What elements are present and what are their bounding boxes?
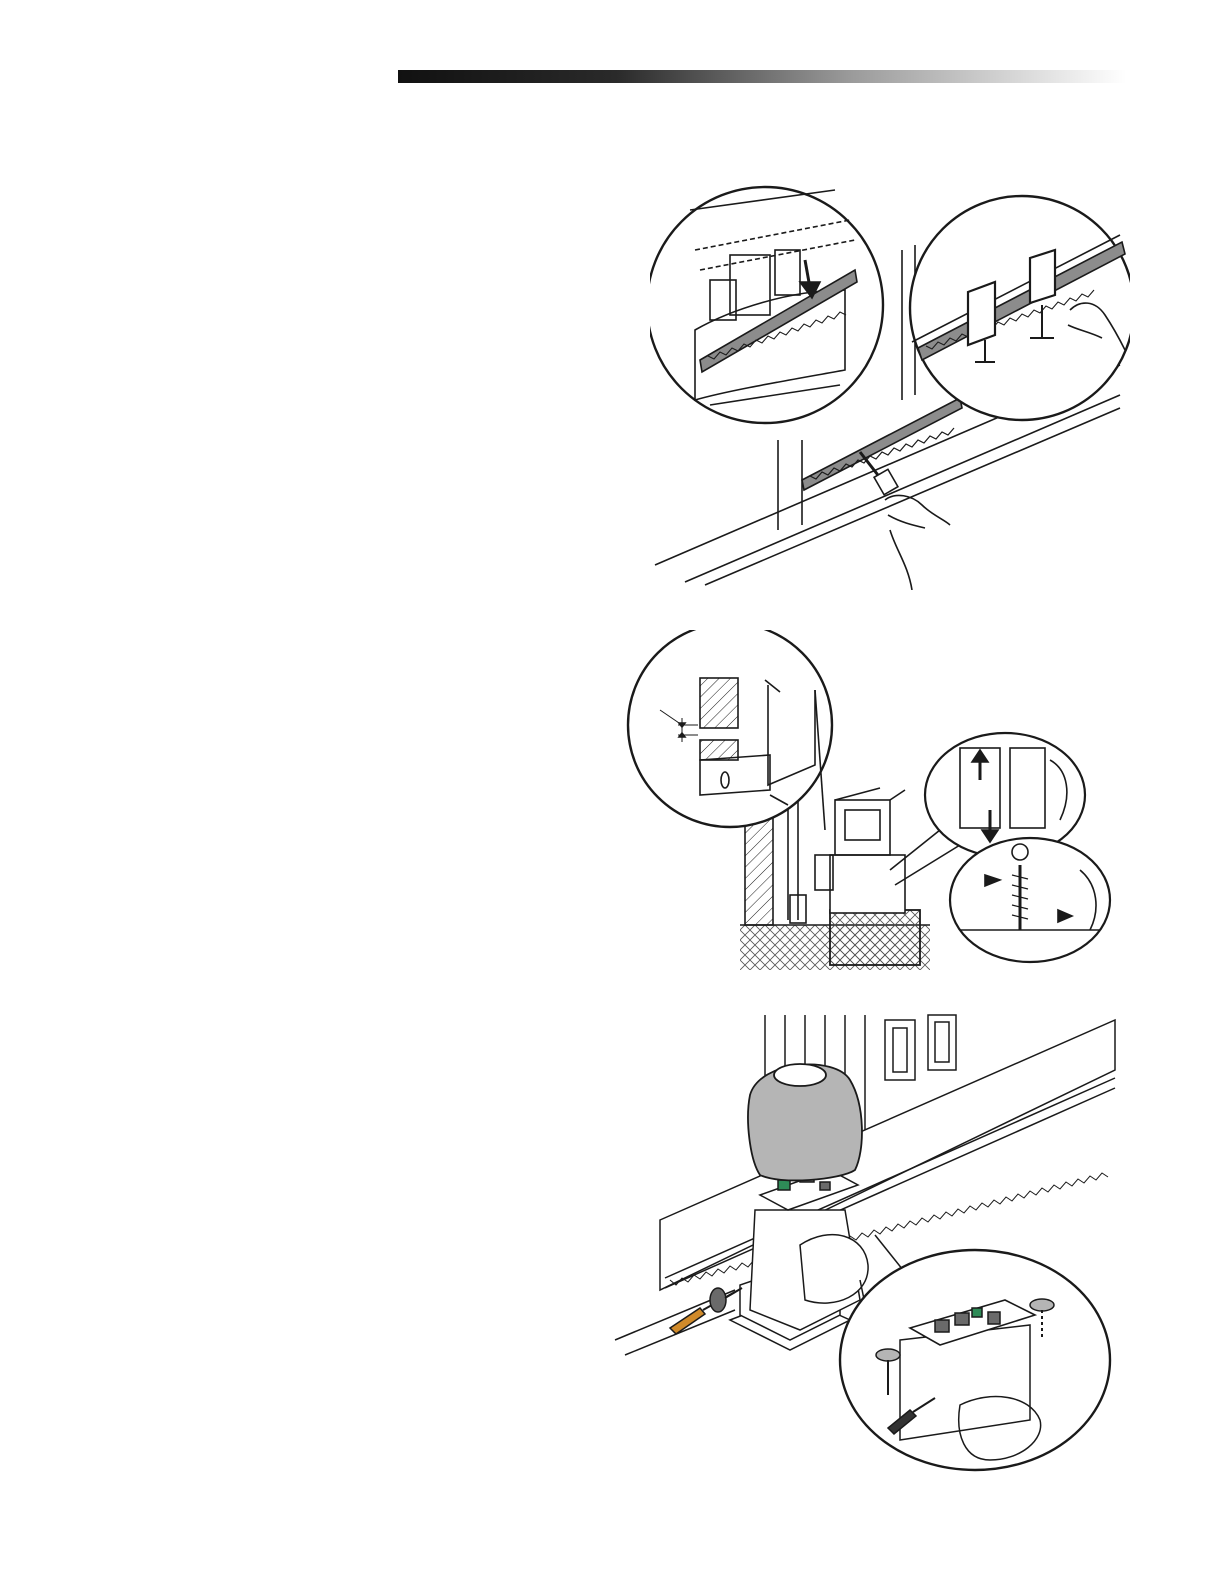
- detail-circle-gap: [628, 630, 832, 830]
- gear-rack-icon: [700, 678, 738, 728]
- welding-torch-icon: [860, 452, 898, 495]
- knob-icon: [710, 1288, 742, 1312]
- operator-cover-icon: [748, 1064, 862, 1180]
- gate-panel: [660, 1015, 1115, 1290]
- detail-circle-leveling-lower: [950, 838, 1110, 962]
- detail-circle-rack-placement: [650, 187, 883, 423]
- figure-cover-installation: [610, 1010, 1125, 1475]
- section-header-bar: [398, 70, 1126, 83]
- figure-rack-mounting: [650, 170, 1130, 590]
- detail-circle-leveling-upper: [925, 733, 1085, 857]
- figure-rack-gap-adjustment: [620, 630, 1120, 975]
- gear-rack-icon: [665, 1078, 1115, 1288]
- operator-body: [790, 788, 905, 923]
- detail-circle-clamp: [910, 196, 1130, 420]
- detail-circle-board-mounting: [840, 1250, 1110, 1470]
- hand-icon: [885, 495, 950, 590]
